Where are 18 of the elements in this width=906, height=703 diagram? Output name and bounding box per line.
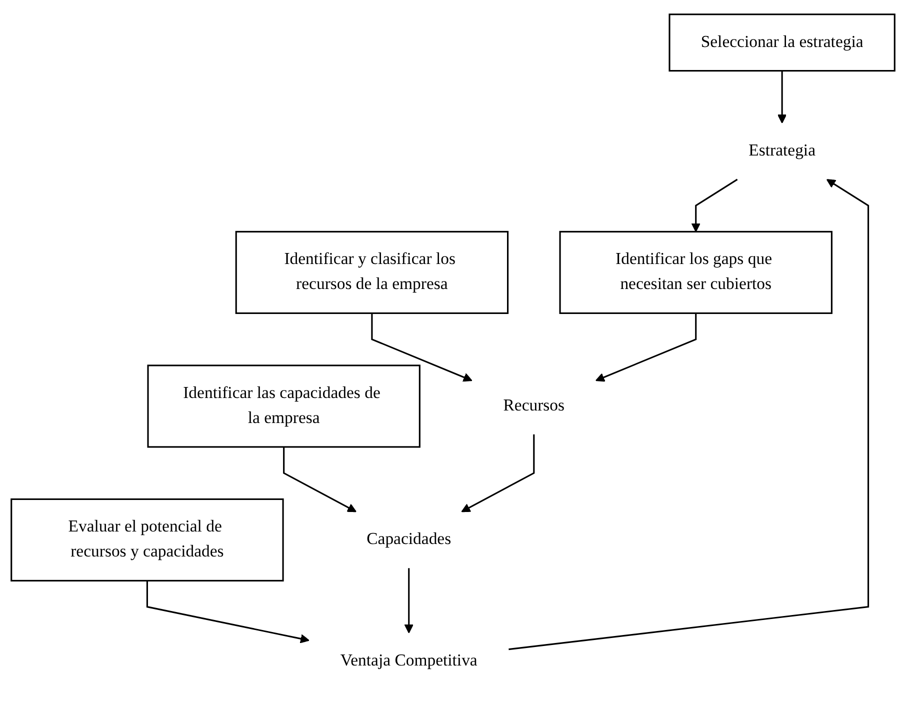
node-text: Recursos [503, 396, 565, 414]
arrow [508, 178, 870, 650]
node-box: Seleccionar la estrategia [668, 13, 896, 72]
arrow [283, 446, 357, 512]
arrow [461, 434, 535, 512]
arrow [404, 568, 414, 633]
node-box: Evaluar el potencial de recursos y capacidades [10, 498, 284, 582]
arrow [595, 312, 697, 382]
arrow [146, 580, 310, 643]
arrow [777, 70, 787, 124]
node-text: Estrategia [748, 141, 816, 160]
node-text: Capacidades [366, 530, 452, 548]
arrow [371, 312, 472, 382]
arrow [691, 178, 738, 232]
node-text: Ventaja Competitiva [340, 651, 478, 670]
node-box: Identificar las capacidades de la empresa [147, 364, 420, 448]
node-box: Identificar los gaps que necesitan ser cubiertos [559, 230, 832, 314]
node-box: Identificar y clasificar los recursos de la empresa [235, 230, 509, 314]
